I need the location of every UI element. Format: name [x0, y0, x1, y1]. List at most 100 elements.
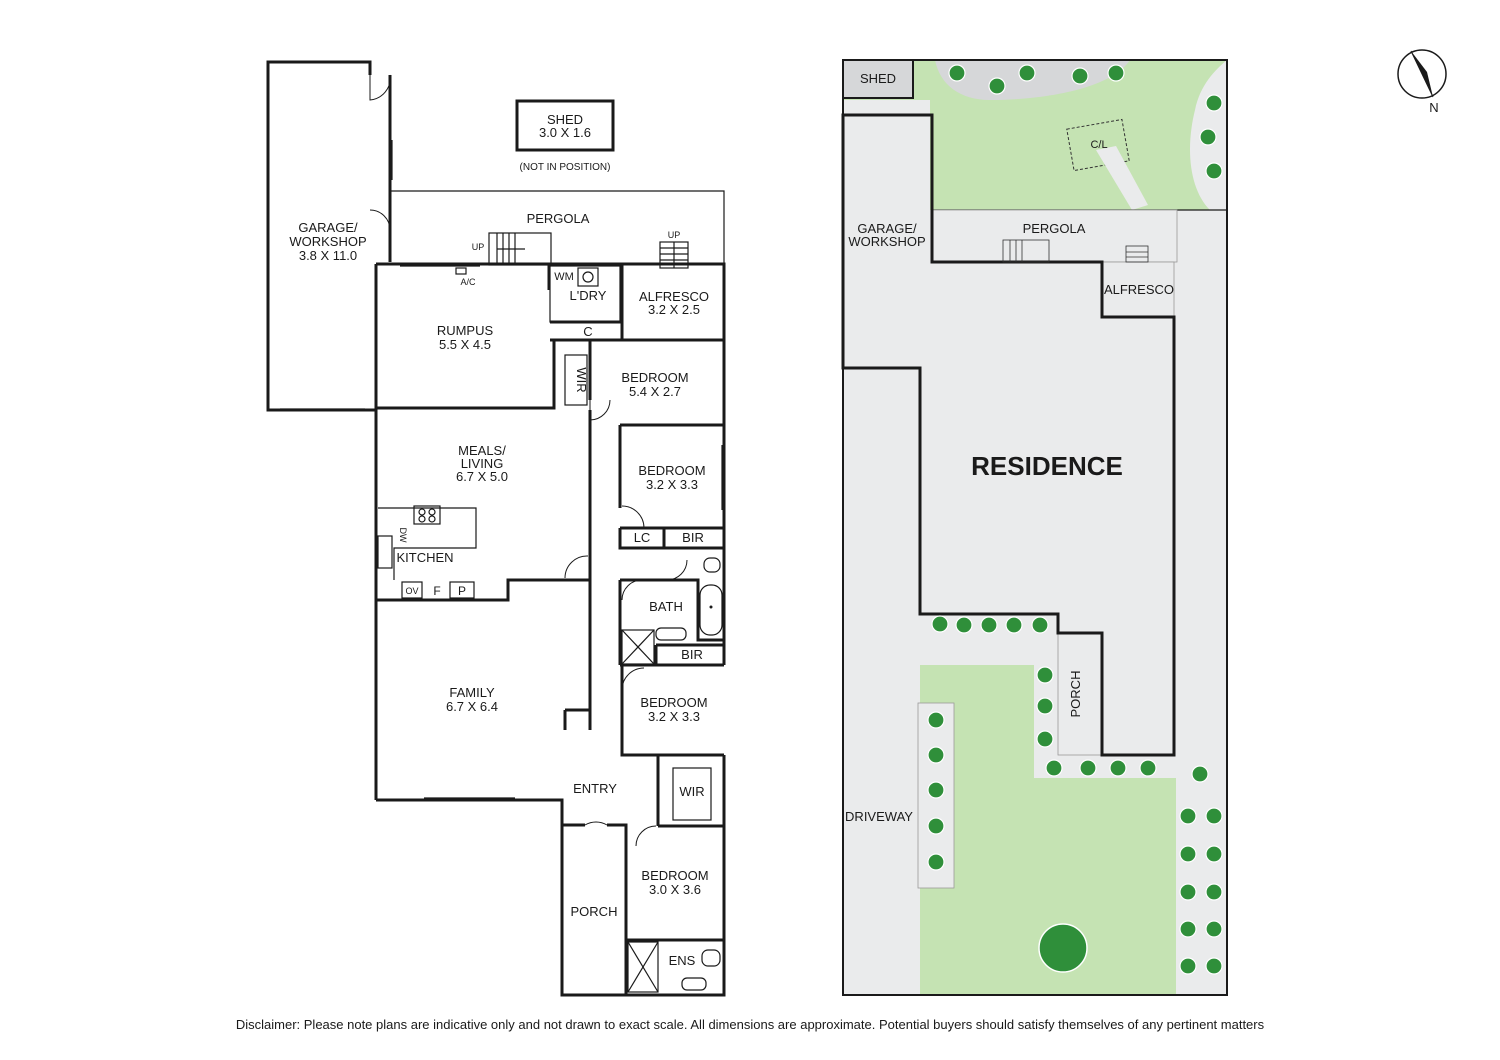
garage-size: 3.8 X 11.0: [299, 248, 357, 263]
wir-1-label: WIR: [574, 367, 589, 392]
tree-icon: [927, 711, 945, 729]
tree-icon: [1036, 730, 1054, 748]
garage-name: GARAGE/: [298, 220, 358, 235]
tree-icon: [1036, 666, 1054, 684]
tree-icon: [1109, 759, 1127, 777]
garage-workshop: GARAGE/ WORKSHOP 3.8 X 11.0: [266, 60, 393, 412]
alfresco: ALFRESCO 3.2 X 2.5: [639, 289, 709, 317]
tree-icon: [980, 616, 998, 634]
site-porch-label: PORCH: [1068, 671, 1083, 718]
site-alfresco: [1101, 261, 1175, 318]
back-lawn: [843, 60, 1227, 210]
alfresco-size: 3.2 X 2.5: [648, 302, 700, 317]
tree-icon: [1205, 94, 1223, 112]
shed: SHED 3.0 X 1.6 (NOT IN POSITION): [515, 99, 615, 173]
site-alfresco-label: ALFRESCO: [1104, 282, 1174, 297]
bedroom-2-size: 3.2 X 3.3: [646, 477, 698, 492]
wm-label: WM: [554, 271, 574, 283]
front-lawn: [920, 665, 1176, 995]
tree-icon: [1205, 845, 1223, 863]
laundry: WM L'DRY C: [549, 265, 622, 342]
oven-label: OV: [405, 586, 418, 596]
bedroom-3-name: BEDROOM: [640, 695, 707, 710]
up-label-left: UP: [472, 242, 485, 252]
rumpus-size: 5.5 X 4.5: [439, 337, 491, 352]
bedroom-1-name: BEDROOM: [621, 370, 688, 385]
tree-icon: [1205, 807, 1223, 825]
floor-plan: GARAGE/ WORKSHOP 3.8 X 11.0 SHED 3.0 X 1…: [266, 60, 726, 997]
cupboard-label: C: [583, 324, 592, 339]
bedroom-4-name: BEDROOM: [641, 868, 708, 883]
bedroom-1: WIR BEDROOM 5.4 X 2.7: [564, 338, 726, 427]
tree-icon: [1179, 883, 1197, 901]
entry-porch: ENTRY PORCH: [562, 755, 660, 995]
site-shed-label: SHED: [860, 71, 896, 86]
tree-icon: [1205, 957, 1223, 975]
shed-size: 3.0 X 1.6: [539, 125, 591, 140]
site-trees: [927, 64, 1223, 975]
ac-label: A/C: [460, 277, 476, 287]
porch-name: PORCH: [571, 904, 618, 919]
site-porch: [1057, 632, 1103, 756]
bir-1-label: BIR: [682, 530, 704, 545]
site-plan: SHED C/L GARAGE/ WORKSHOP PERGOLA ALFRES…: [841, 59, 1228, 996]
tree-icon: [1005, 616, 1023, 634]
tree-icon: [1036, 697, 1054, 715]
site-pergola: [931, 209, 1178, 263]
kitchen-name: KITCHEN: [396, 550, 453, 565]
tree-icon: [1079, 759, 1097, 777]
tree-icon: [927, 746, 945, 764]
garage-name-2: WORKSHOP: [289, 234, 366, 249]
family-name: FAMILY: [449, 685, 495, 700]
compass: N: [1397, 49, 1447, 115]
tree-icon: [927, 817, 945, 835]
tree-icon: [927, 853, 945, 871]
tree-icon: [1071, 67, 1089, 85]
tree-icon: [1205, 162, 1223, 180]
shed-note: (NOT IN POSITION): [520, 162, 611, 173]
entry-name: ENTRY: [573, 781, 617, 796]
site-boundary: [842, 59, 1228, 996]
tree-icon: [1179, 845, 1197, 863]
tree-icon: [1179, 920, 1197, 938]
bedroom-1-size: 5.4 X 2.7: [629, 384, 681, 399]
family-size: 6.7 X 6.4: [446, 699, 498, 714]
driveway-label: DRIVEWAY: [845, 809, 913, 824]
shed-name: SHED: [547, 112, 583, 127]
bedroom-3-size: 3.2 X 3.3: [648, 709, 700, 724]
tree-icon: [931, 615, 949, 633]
up-label-right: UP: [668, 230, 681, 240]
bedroom-4: BEDROOM 3.0 X 3.6 ENS: [626, 868, 724, 993]
compass-needle-icon: [1411, 51, 1433, 97]
site-garage-label-2: WORKSHOP: [848, 234, 925, 249]
tree-icon: [1179, 957, 1197, 975]
compass-north-label: N: [1429, 100, 1438, 115]
meals-size: 6.7 X 5.0: [456, 469, 508, 484]
tree-icon: [988, 77, 1006, 95]
family: FAMILY 6.7 X 6.4: [446, 685, 590, 730]
rumpus: RUMPUS 5.5 X 4.5: [376, 323, 556, 410]
wir-2: WIR: [635, 767, 724, 847]
bedroom-3: BEDROOM 3.2 X 3.3: [620, 665, 724, 757]
meals-name: MEALS/: [458, 443, 506, 458]
site-clothesline-label: C/L: [1090, 139, 1107, 151]
ens-label: ENS: [669, 953, 696, 968]
pergola: PERGOLA UP UP: [390, 190, 725, 269]
alfresco-name: ALFRESCO: [639, 289, 709, 304]
site-shed: [842, 59, 914, 99]
tree-icon: [948, 64, 966, 82]
tree-icon: [1031, 616, 1049, 634]
tree-icon: [1191, 765, 1209, 783]
bedroom-2: BEDROOM 3.2 X 3.3 LC BIR: [618, 425, 726, 550]
wir-2-label: WIR: [679, 784, 704, 799]
site-garage-label: GARAGE/: [857, 221, 917, 236]
tree-icon: [1205, 883, 1223, 901]
dw-label: DW: [398, 528, 408, 543]
tree-icon: [1045, 759, 1063, 777]
bedroom-2-name: BEDROOM: [638, 463, 705, 478]
tree-icon: [1107, 64, 1125, 82]
bathroom: BATH BIR: [618, 548, 726, 667]
laundry-name: L'DRY: [570, 288, 607, 303]
pantry-label: P: [458, 584, 466, 598]
